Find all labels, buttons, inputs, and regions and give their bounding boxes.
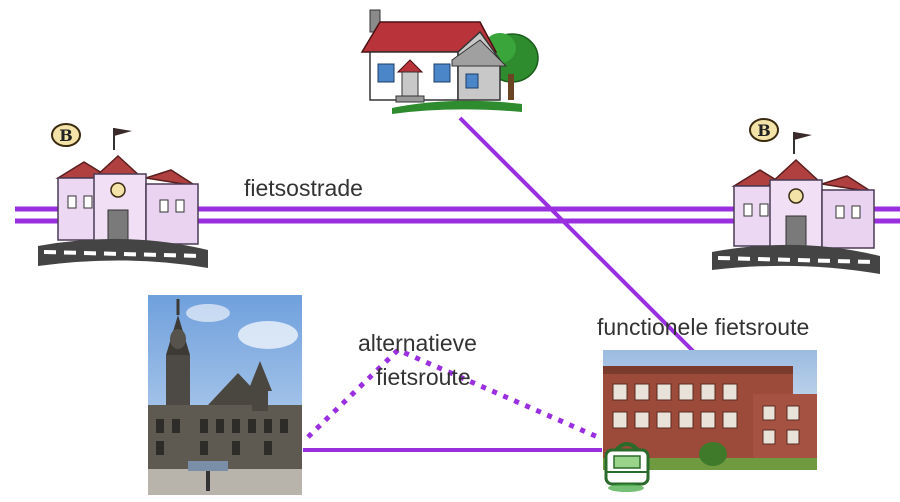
left-station: B <box>38 123 208 268</box>
station-badge-right: B <box>757 121 771 140</box>
alternative-route-label-line2: fietsroute <box>376 364 471 390</box>
house <box>360 9 539 114</box>
functional-route-label: functionele fietsroute <box>597 314 809 340</box>
house-icon <box>360 9 539 114</box>
right-station: B <box>712 118 880 274</box>
fietsostrade-label: fietsostrade <box>244 175 363 201</box>
station-badge-left: B <box>59 126 73 145</box>
train-station-icon: B <box>712 118 880 274</box>
train-station-icon: B <box>38 123 208 268</box>
city-photo <box>148 295 302 495</box>
functional-route-line <box>458 116 702 360</box>
alternative-route-label-line1: alternatieve <box>358 330 477 356</box>
school-bag-icon <box>604 442 650 492</box>
